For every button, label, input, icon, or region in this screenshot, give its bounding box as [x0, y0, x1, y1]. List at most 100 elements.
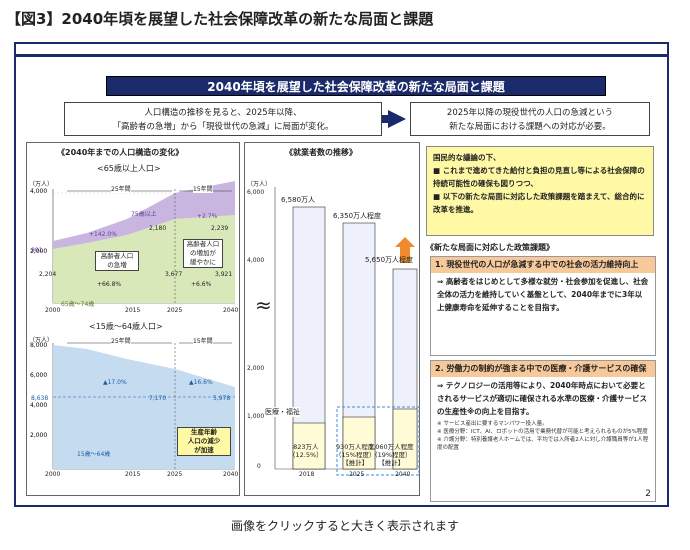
label-3677: 3,677	[165, 271, 183, 278]
elderly-x-2015: 2015	[125, 307, 141, 314]
employment-y-4000: 4,000	[247, 257, 265, 264]
intro-right-box: 2025年以降の現役世代の人口の急減という 新たな局面における課題への対応が必要…	[410, 102, 650, 136]
policy-section-title: 《新たな局面に対応した政策課題》	[426, 243, 554, 252]
enlarge-caption-link[interactable]: 画像をクリックすると大きく表示されます	[230, 519, 459, 533]
intro-left-line-2: 「高齢者の急増」から「現役世代の急減」に局面が変化。	[112, 122, 334, 132]
bar-2018-sub-1: 823万人	[293, 443, 319, 451]
policy-1-head: 1. 現役世代の人口が急減する中での社会の活力維持向上	[431, 257, 655, 273]
y-tick-4000: 4,000	[30, 188, 47, 195]
intro-left-line-1: 人口構造の推移を見ると、2025年以降、	[144, 108, 302, 118]
employment-chart	[274, 187, 420, 476]
policy-2-head: 2. 労働力の制約が強まる中での医療・介護サービスの確保	[431, 361, 655, 377]
bar-2025-label: 6,350万人程度	[333, 212, 382, 220]
label-7170: 7,170	[149, 395, 167, 402]
bar-2025-sub-3: 【推計】	[342, 459, 369, 467]
working-unit: （万人）	[29, 337, 54, 344]
label-2180: 2,180	[149, 225, 167, 232]
bar-2040-label: 5,650万人程度	[365, 256, 414, 264]
employment-unit: （万人）	[247, 181, 272, 188]
label-8638: 8,638	[31, 395, 49, 402]
working-decline-line-3: が加速	[194, 446, 214, 454]
arrow-shaft	[382, 115, 390, 123]
svg-text:8,000: 8,000	[30, 342, 47, 349]
employment-y-2000: 2,000	[247, 365, 265, 372]
bar-2018-welfare	[292, 422, 326, 470]
policy-1-body: ⇒ 高齢者をはじめとして多様な就労・社会参加を促進し、社会全体の活力を維持してい…	[437, 277, 649, 312]
bar-2025-year: 2025	[349, 471, 365, 478]
bar-2018-sub: 823万人 （12.5%）	[289, 443, 323, 459]
elderly-x-2040: 2040	[223, 307, 239, 314]
working-x-2000: 2000	[45, 471, 61, 478]
employment-y-1000: 1,000	[247, 413, 265, 420]
age-65-74-area	[53, 215, 235, 303]
intro-right-line-2: 新たな局面における課題への対応が必要。	[449, 122, 611, 132]
policy-2-note-1: ※ サービス産出に要するマンパワー投入量。	[437, 421, 548, 427]
elderly-surge-box: 高齢者人口 の急増	[95, 251, 139, 271]
arrow-right-icon	[388, 110, 406, 128]
bar-2018-year: 2018	[299, 471, 315, 478]
svg-text:4,000: 4,000	[30, 402, 47, 409]
population-panel-title: 《2040年までの人口構造の変化》	[57, 148, 184, 157]
intro-right-line-1: 2025年以降の現役世代の人口の急減という	[446, 108, 614, 118]
bar-2025-sub-1: 930万人程度	[336, 443, 375, 451]
bar-2025-sub-2: （15%程度）	[335, 451, 376, 459]
label-minus-17pct: ▲17.0%	[103, 379, 127, 386]
decline-arrow-icon	[395, 237, 415, 263]
bar-2040-welfare	[392, 408, 418, 470]
figure-title: 【図3】2040年頃を展望した社会保障改革の新たな局面と課題	[6, 10, 434, 28]
elderly-unit: （万人）	[29, 181, 54, 188]
yellow-line-3: ■ 以下の新たな局面に対応した政策課題を踏まえて、総合的に改革を推進。	[433, 192, 645, 214]
employment-panel-title: 《就業者数の推移》	[285, 148, 357, 157]
national-discussion-box: 国民的な議論の下、 ■ これまで進めてきた給付と負担の見直し等による社会保障の持…	[426, 146, 654, 236]
label-minus-16-6pct: ▲16.6%	[189, 379, 213, 386]
policy-2-body: ⇒ テクノロジーの活用等により、2040年時点において必要とされるサービスが適切…	[437, 381, 647, 416]
svg-text:6,000: 6,000	[30, 372, 47, 379]
slide-banner: 2040年頃を展望した社会保障改革の新たな局面と課題	[106, 76, 606, 96]
bar-2025-welfare	[342, 416, 376, 470]
slide-top-line	[16, 54, 667, 57]
yellow-line-2: ■ これまで進めてきた給付と負担の見直し等による社会保障の持続可能性の確保も図り…	[433, 166, 645, 188]
working-x-2025: 2025	[167, 471, 183, 478]
working-period-2: 15年間	[193, 336, 213, 345]
policy-1-box: 1. 現役世代の人口が急減する中での社会の活力維持向上 ⇒ 高齢者をはじめとして…	[430, 256, 656, 356]
welfare-legend: 医療・福祉	[265, 407, 300, 417]
bar-2040-sub-3: 【推計】	[378, 459, 405, 467]
elderly-slow-line-2: の増加が	[190, 249, 216, 257]
label-2239: 2,239	[211, 225, 229, 232]
working-age-chart: 8,000 6,000 4,000 2,000	[30, 342, 235, 470]
label-75plus: 75歳以上	[131, 211, 157, 218]
projection-highlight	[336, 406, 420, 476]
label-2204: 2,204	[39, 271, 57, 278]
elderly-x-2000: 2000	[45, 307, 61, 314]
employment-panel: 《就業者数の推移》 （万人） 6,000 4,000 2,000 1,000 0…	[244, 142, 420, 496]
y-tick-2000: 2,000	[30, 248, 47, 255]
elderly-period-2: 15年間	[193, 184, 213, 193]
yellow-line-1: 国民的な議論の下、	[433, 153, 501, 162]
elderly-chart: 4,000 2,000	[30, 181, 235, 304]
working-decline-line-1: 生産年齢	[191, 428, 217, 436]
working-x-2040: 2040	[223, 471, 239, 478]
elderly-surge-line-2: の急増	[107, 261, 127, 269]
working-period-1: 25年間	[111, 336, 131, 345]
bar-2040-sub-2: （19%程度）	[371, 451, 412, 459]
bar-2025-sub: 930万人程度 （15%程度） 【推計】	[335, 443, 375, 467]
working-chart-title: <15歳～64歳人口>	[89, 322, 163, 331]
label-142pct: +142.0%	[89, 231, 117, 238]
bar-2040-sub-1: 1,060万人程度	[369, 443, 414, 451]
svg-text:2,000: 2,000	[30, 432, 47, 439]
page-number: 2	[645, 489, 651, 499]
bar-2040-sub: 1,060万人程度 （19%程度） 【推計】	[369, 443, 414, 467]
policy-2-note-2: ※ 医療分野：ICT、AI、ロボットの活用で業務代替が可能と考えられるものが5%…	[437, 429, 648, 435]
label-2-7pct: +2.7%	[197, 213, 218, 220]
elderly-slow-box: 高齢者人口 の増加が 緩やかに	[183, 239, 223, 268]
slide[interactable]: 2040年頃を展望した社会保障改革の新たな局面と課題 人口構造の推移を見ると、2…	[14, 42, 669, 507]
working-decline-line-2: 人口の減少	[187, 437, 221, 445]
elderly-x-2025: 2025	[167, 307, 183, 314]
bar-2040-year: 2040	[395, 471, 411, 478]
working-x-2015: 2015	[125, 471, 141, 478]
policy-2-note-3: ※ 介護分野：特別養護老人ホームでは、平均では入所者2人に対し介護職員等が1人程…	[437, 437, 649, 451]
working-decline-box: 生産年齢 人口の減少 が加速	[177, 427, 231, 456]
label-5978: 5,978	[213, 395, 231, 402]
label-901: 901	[31, 247, 43, 254]
bar-2018-sub-2: （12.5%）	[289, 451, 323, 459]
